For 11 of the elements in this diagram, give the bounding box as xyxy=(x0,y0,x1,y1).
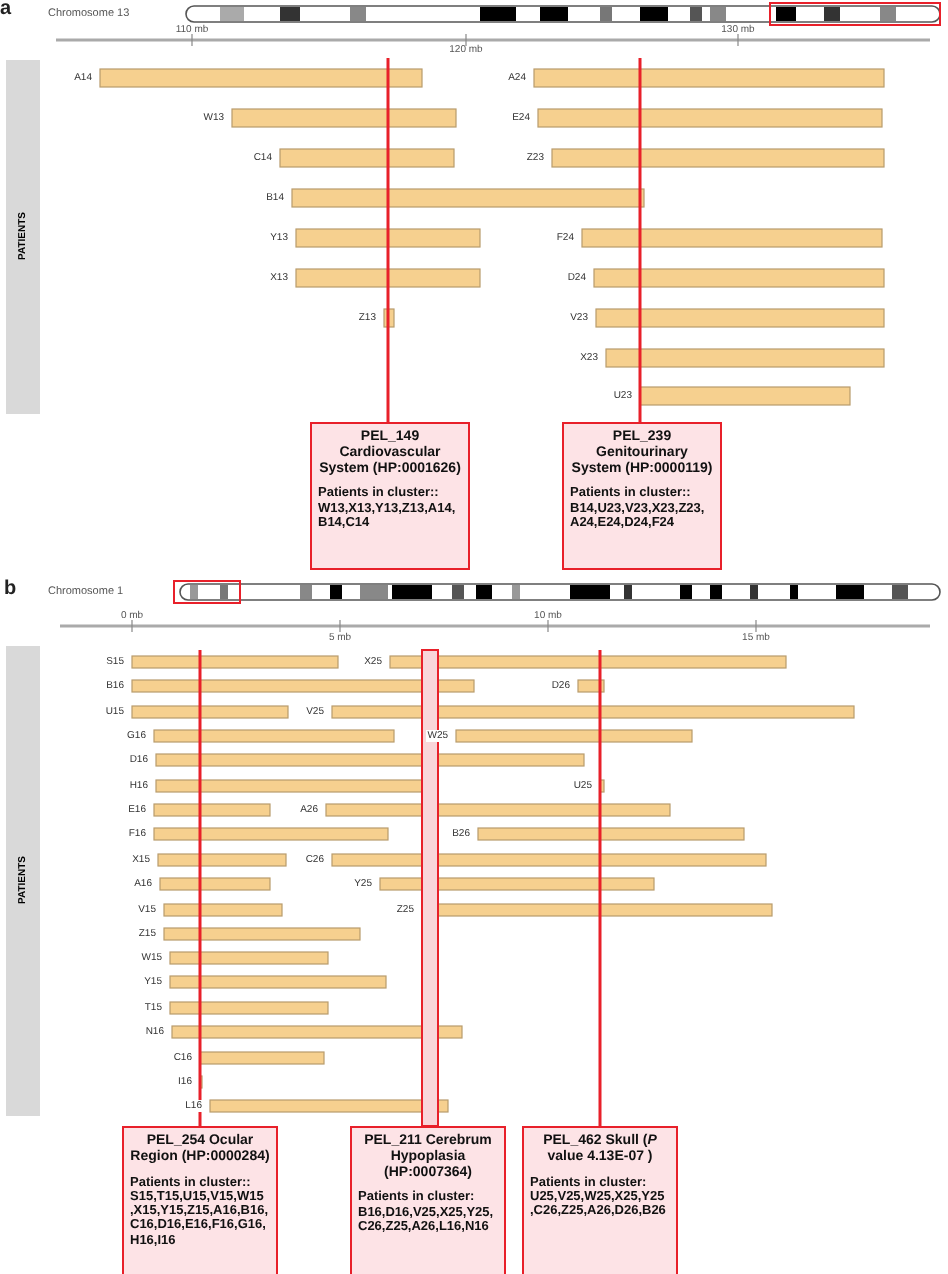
locus-marker-line xyxy=(598,650,602,1126)
phenotype-cluster-box xyxy=(350,1126,506,1274)
phenotype-cluster-box xyxy=(562,422,722,570)
phenotype-cluster-box xyxy=(122,1126,278,1274)
panel-letter: b xyxy=(4,578,17,600)
panel-letter: a xyxy=(0,0,12,20)
locus-marker-line xyxy=(198,650,202,1126)
locus-marker-line xyxy=(638,58,642,422)
phenotype-cluster-box xyxy=(310,422,470,570)
phenotype-cluster-box xyxy=(522,1126,678,1274)
locus-marker-line xyxy=(386,58,390,422)
